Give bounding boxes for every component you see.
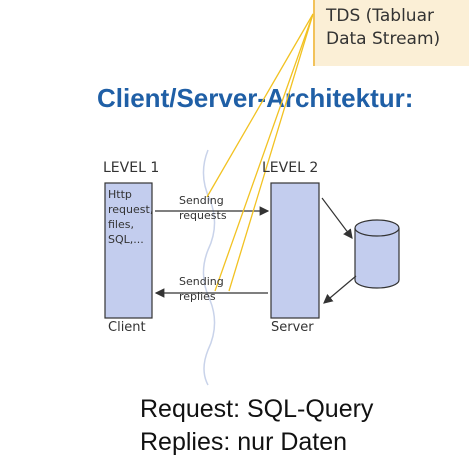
footer-replies-line: Replies: nur Daten: [140, 428, 348, 456]
sending-requests-label: Sending requests: [179, 193, 227, 223]
sending-requests-line: Sending: [179, 194, 224, 207]
page-title: Client/Server-Architektur:: [97, 83, 414, 113]
level-1-label: LEVEL 1: [103, 160, 160, 176]
client-content-line: request,: [108, 203, 154, 216]
client-content-line: Http: [108, 188, 132, 201]
sending-replies-line: replies: [179, 290, 216, 303]
callout-line-1: TDS (Tabluar: [326, 6, 434, 26]
server-to-db-arrow: [321, 197, 353, 239]
sending-replies-line: Sending: [179, 275, 224, 288]
client-box: [104, 182, 153, 319]
client-content-line: files,: [108, 218, 134, 231]
db-to-server-arrow: [323, 275, 357, 304]
tds-callout: TDS (Tabluar Data Stream): [313, 0, 469, 66]
sending-requests-line: requests: [179, 209, 227, 222]
server-label: Server: [271, 320, 314, 335]
database-icon: [354, 219, 400, 289]
sending-replies-label: Sending replies: [179, 274, 224, 304]
callout-accent-bar: [313, 0, 315, 66]
footer-request-line: Request: SQL-Query: [140, 395, 374, 423]
callout-line-2: Data Stream): [326, 29, 441, 49]
server-box: [270, 182, 320, 319]
client-content-line: SQL,...: [108, 233, 144, 246]
callout-pointer-lines: [206, 13, 314, 292]
level-2-label: LEVEL 2: [262, 160, 319, 176]
network-divider: [202, 149, 216, 386]
client-content: Http request, files, SQL,...: [108, 187, 153, 247]
client-label: Client: [108, 320, 146, 335]
